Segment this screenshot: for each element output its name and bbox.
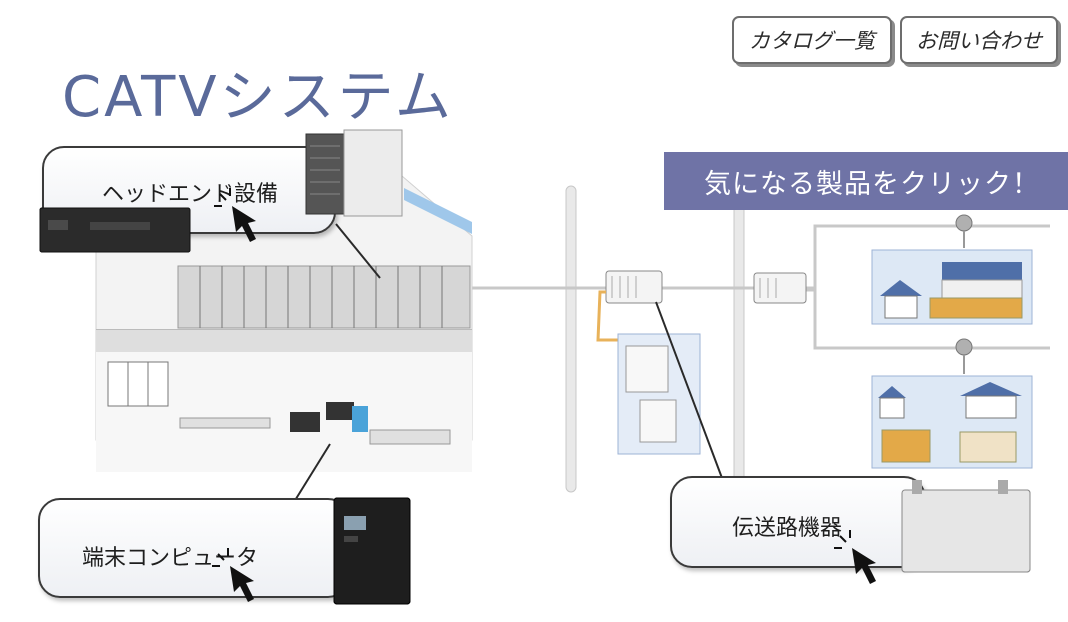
utility-pole-right [733, 189, 745, 491]
drop-cable-orange [596, 290, 628, 342]
terminal-computer-callout[interactable]: 端末コンピュータ [38, 498, 350, 598]
transmission-equipment-callout[interactable]: 伝送路機器 [670, 476, 926, 568]
terminal-computer-label: 端末コンピュータ [82, 546, 259, 571]
catalog-list-button[interactable]: カタログ一覧 [732, 16, 892, 64]
click-product-banner: 気になる製品をクリック！ [664, 152, 1068, 210]
amplifier-left [605, 270, 663, 304]
transmission-equipment-label: 伝送路機器 [732, 516, 843, 541]
amplifier-right [753, 272, 807, 304]
branch-cable-lower [806, 288, 1050, 350]
contact-button[interactable]: お問い合わせ [900, 16, 1058, 64]
leader-line-transmission [655, 301, 723, 479]
leader-line-headend [335, 223, 381, 279]
headend-label: ヘッドエンド設備 [102, 182, 279, 207]
tap-device-upper [955, 214, 973, 248]
leader-line-terminal [293, 443, 331, 503]
utility-pole-left [565, 185, 577, 493]
headend-callout[interactable]: ヘッドエンド設備 [42, 146, 336, 234]
house-panel-lower [871, 375, 1033, 469]
page-title: CATVシステム [62, 65, 454, 130]
roof-stripe [404, 188, 472, 234]
house-panel-upper [871, 249, 1033, 325]
branch-cable-upper [806, 224, 1050, 290]
tap-device-lower [955, 338, 973, 374]
